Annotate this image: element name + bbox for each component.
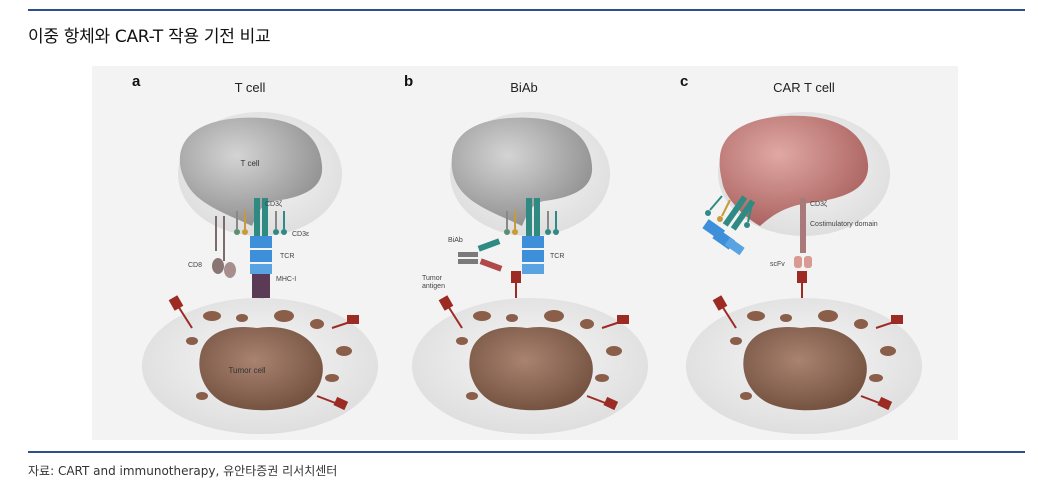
tcr-label: TCR <box>280 253 294 260</box>
bispecific-antibody <box>458 238 503 272</box>
car-construct <box>794 198 812 268</box>
mhc-label: MHC-I <box>276 276 296 283</box>
tcr-label-b: TCR <box>550 253 564 260</box>
cd3e-label: CD3ε <box>292 231 309 238</box>
t-cell-nucleus <box>179 117 323 226</box>
top-rule <box>28 9 1025 11</box>
panel-b-heading: BiAb <box>510 80 537 95</box>
panel-c-letter: c <box>680 73 688 90</box>
panel-c-heading: CAR T cell <box>773 80 835 95</box>
tumor-antigens-c <box>712 271 903 411</box>
tumor-nucleus-b <box>469 326 593 411</box>
tumor-antigens-b <box>438 271 629 411</box>
t-cell-label: T cell <box>241 159 260 168</box>
tcr-complex-b <box>504 198 559 274</box>
page-title: 이중 항체와 CAR-T 작용 기전 비교 <box>28 27 271 47</box>
tumor-nucleus-c <box>743 326 867 411</box>
panel-a-letter: a <box>132 73 141 90</box>
tumor-antigen-label-2: antigen <box>422 283 445 290</box>
panel-a: a T cell T cell CD3ζ CD3ε CD8 <box>132 73 378 434</box>
car-t-cell-nucleus <box>719 115 869 226</box>
mechanism-diagram: a T cell T cell CD3ζ CD3ε CD8 <box>132 73 922 434</box>
car-cd3z-label: CD3ζ <box>810 201 827 208</box>
tumor-antigen-label-1: Tumor <box>422 275 443 282</box>
t-cell-nucleus-b <box>451 117 593 226</box>
tumor-vesicles-b <box>456 310 622 400</box>
bottom-rule <box>28 451 1025 453</box>
tumor-cell-label: Tumor cell <box>228 366 265 375</box>
costim-label: Costimulatory domain <box>810 221 878 228</box>
biab-label: BiAb <box>448 237 463 244</box>
cd3z-label: CD3ζ <box>265 201 282 208</box>
car-receptor-cluster <box>702 195 756 256</box>
tumor-nucleus-a <box>199 326 323 411</box>
tumor-antigens-a <box>168 295 359 411</box>
panel-a-heading: T cell <box>235 80 266 95</box>
panel-b: b BiAb TCR BiAb Tumor antigen <box>404 73 648 434</box>
tumor-vesicles-c <box>730 310 896 400</box>
tcr-complex <box>212 198 287 310</box>
tumor-vesicles-a <box>186 310 352 400</box>
panel-b-letter: b <box>404 73 413 90</box>
scfv-label: scFv <box>770 261 785 268</box>
panel-c: c CAR T cell CD3ζ Costimulatory domain s… <box>680 73 922 434</box>
figure-area: a T cell T cell CD3ζ CD3ε CD8 <box>92 66 958 440</box>
cd8-label: CD8 <box>188 262 202 269</box>
source-note: 자료: CART and immunotherapy, 유안타증권 리서치센터 <box>28 464 338 478</box>
